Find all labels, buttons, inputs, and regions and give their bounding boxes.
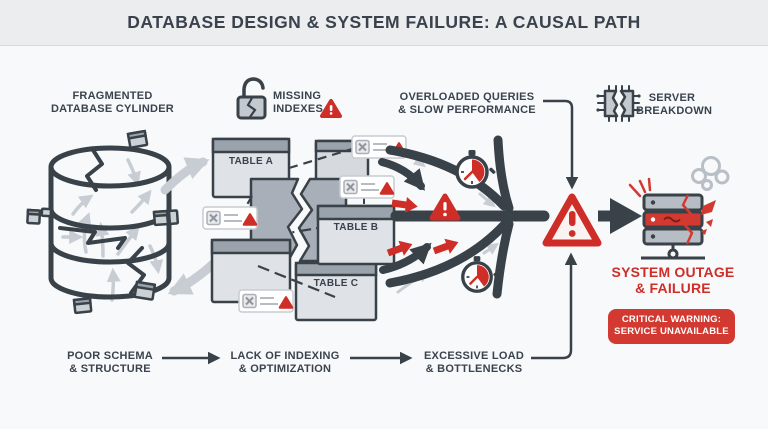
step-label-lack-of-indexing: LACK OF INDEXING & OPTIMIZATION bbox=[230, 350, 340, 375]
table-b-label: TABLE B bbox=[333, 222, 379, 233]
step-label-excessive-load: EXCESSIVE LOAD & BOTTLENECKS bbox=[423, 350, 525, 375]
broken-chip-icon bbox=[596, 85, 641, 122]
critical-warning-badge: CRITICAL WARNING: SERVICE UNAVAILABLE bbox=[608, 309, 735, 344]
broken-padlock-icon bbox=[236, 77, 267, 120]
table-cluster bbox=[202, 135, 407, 322]
warning-triangle-icon bbox=[320, 99, 342, 118]
header-band: DATABASE DESIGN & SYSTEM FAILURE: A CAUS… bbox=[0, 0, 768, 46]
stage-label-fragmented: FRAGMENTED DATABASE CYLINDER bbox=[50, 90, 174, 115]
spark-lines bbox=[628, 177, 652, 198]
smoke-icon bbox=[691, 156, 730, 191]
hazard-triangle-icon bbox=[542, 193, 642, 247]
warning-triangle-icon bbox=[429, 193, 461, 221]
system-outage-label: SYSTEM OUTAGE & FAILURE bbox=[611, 264, 735, 296]
diagram-title: DATABASE DESIGN & SYSTEM FAILURE: A CAUS… bbox=[127, 12, 641, 32]
red-arrow-icon bbox=[386, 197, 459, 257]
fragmented-cylinder-icon bbox=[26, 129, 218, 315]
broken-server-icon bbox=[628, 156, 730, 260]
stage-label-missing-indexes: MISSING INDEXES bbox=[273, 90, 324, 115]
table-a-label: TABLE A bbox=[228, 156, 274, 167]
label-connectors bbox=[531, 99, 579, 360]
table-b-card bbox=[316, 204, 396, 266]
stopwatch-icon bbox=[455, 150, 500, 293]
table-c-label: TABLE C bbox=[313, 278, 359, 289]
converging-arrows bbox=[378, 135, 550, 299]
table-c-card bbox=[294, 261, 378, 322]
stage-label-overloaded: OVERLOADED QUERIES & SLOW PERFORMANCE bbox=[398, 91, 536, 116]
missing-index-badge bbox=[202, 135, 407, 313]
exchange-arrows bbox=[160, 157, 218, 296]
step-label-poor-schema: POOR SCHEMA & STRUCTURE bbox=[67, 350, 153, 375]
stage-label-server-breakdown: SERVER BREAKDOWN bbox=[636, 92, 713, 117]
fragment-icon bbox=[26, 129, 180, 315]
